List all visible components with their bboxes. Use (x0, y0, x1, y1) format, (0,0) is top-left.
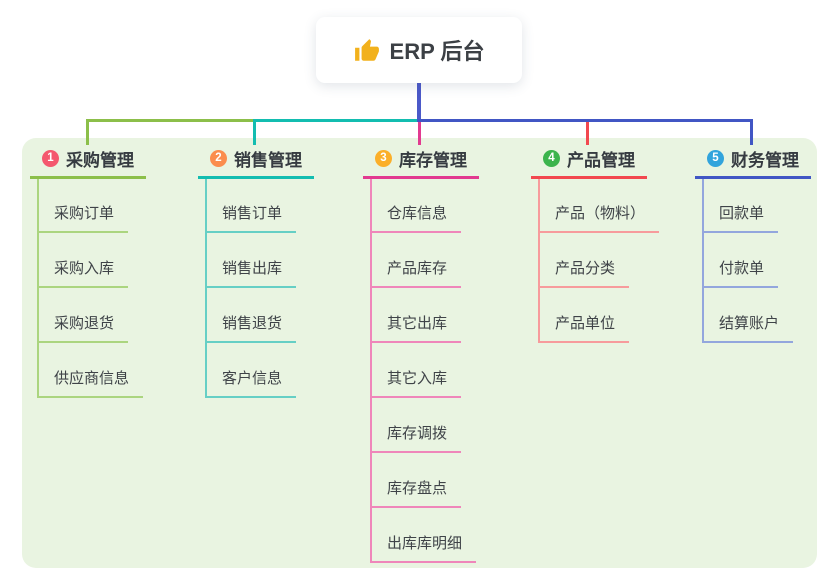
child-node[interactable]: 销售订单 (205, 204, 297, 233)
child-node[interactable]: 产品库存 (370, 259, 462, 288)
connector-branch2-drop (253, 119, 256, 145)
child-node[interactable]: 库存调拨 (370, 424, 462, 453)
branch-label: 采购管理 (66, 150, 134, 170)
branch-node-purchase[interactable]: 1 采购管理 (30, 145, 146, 179)
child-node[interactable]: 出库库明细 (370, 534, 477, 563)
branch-node-inventory[interactable]: 3 库存管理 (363, 145, 479, 179)
branch5-rail (702, 179, 704, 343)
connector-branch4-drop (586, 122, 589, 145)
child-node[interactable]: 产品单位 (538, 314, 630, 343)
connector-branch5-horizontal (417, 119, 753, 122)
child-node[interactable]: 结算账户 (702, 314, 794, 343)
child-node[interactable]: 销售退货 (205, 314, 297, 343)
branch3-rail (370, 179, 372, 563)
branch-number-badge: 2 (210, 149, 227, 167)
branch-number-badge: 5 (707, 149, 724, 167)
child-node[interactable]: 客户信息 (205, 369, 297, 398)
child-node[interactable]: 其它入库 (370, 369, 462, 398)
connector-branch3-drop (418, 122, 421, 145)
child-node[interactable]: 采购退货 (37, 314, 129, 343)
child-node[interactable]: 采购入库 (37, 259, 129, 288)
connector-branch1-horizontal (86, 119, 256, 122)
mindmap-canvas (22, 138, 817, 568)
branch-node-finance[interactable]: 5 财务管理 (695, 145, 811, 179)
branch-label: 库存管理 (399, 150, 467, 170)
child-node[interactable]: 产品（物料） (538, 204, 660, 233)
connector-branch1-drop (86, 119, 89, 145)
branch-number-badge: 4 (543, 149, 560, 167)
connector-branch2-horizontal (253, 119, 419, 122)
branch-number-badge: 1 (42, 149, 59, 167)
child-node[interactable]: 产品分类 (538, 259, 630, 288)
branch-node-product[interactable]: 4 产品管理 (531, 145, 647, 179)
thumbs-up-icon (354, 39, 379, 61)
branch4-rail (538, 179, 540, 343)
child-node[interactable]: 其它出库 (370, 314, 462, 343)
child-node[interactable]: 销售出库 (205, 259, 297, 288)
child-node[interactable]: 付款单 (702, 259, 779, 288)
branch-number-badge: 3 (375, 149, 392, 167)
child-node[interactable]: 仓库信息 (370, 204, 462, 233)
child-node[interactable]: 采购订单 (37, 204, 129, 233)
branch2-rail (205, 179, 207, 398)
root-node[interactable]: ERP 后台 (316, 17, 522, 83)
child-node[interactable]: 回款单 (702, 204, 779, 233)
connector-root-stem (417, 82, 421, 122)
root-node-label: ERP 后台 (389, 39, 485, 64)
branch-node-sales[interactable]: 2 销售管理 (198, 145, 314, 179)
child-node[interactable]: 供应商信息 (37, 369, 144, 398)
branch-label: 财务管理 (731, 150, 799, 170)
branch1-rail (37, 179, 39, 398)
branch-label: 产品管理 (567, 150, 635, 170)
child-node[interactable]: 库存盘点 (370, 479, 462, 508)
connector-branch5-drop (750, 119, 753, 145)
branch-label: 销售管理 (234, 150, 302, 170)
